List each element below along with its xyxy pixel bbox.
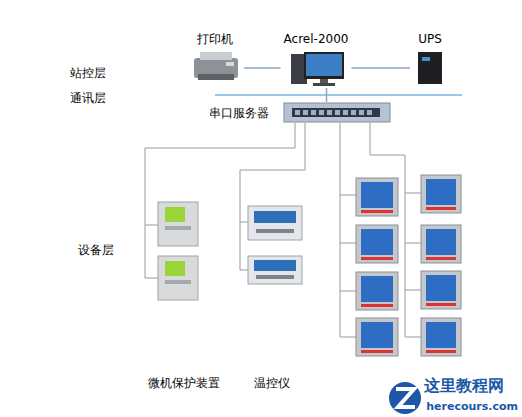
printer-node: 打印机 — [186, 32, 244, 84]
connector-line — [326, 88, 328, 102]
node-label: 微机保护装置 — [148, 376, 220, 390]
meter-icons — [356, 175, 461, 356]
computer-icon — [291, 52, 344, 86]
connector-line — [351, 67, 410, 69]
node-label: 打印机 — [197, 32, 233, 46]
ups-icon — [418, 52, 442, 84]
ups-node: UPS — [410, 32, 450, 86]
layer-label: 通讯层 — [70, 91, 106, 105]
protection-device-icons — [158, 202, 198, 300]
watermark-url: herecours.com — [426, 400, 518, 413]
watermark-logo — [389, 382, 421, 414]
printer-icon — [194, 52, 238, 80]
connector-line — [145, 123, 295, 198]
bus-line — [215, 94, 462, 96]
layer-label: 设备层 — [78, 243, 114, 257]
device-wires — [145, 123, 421, 337]
node-label: 温控仪 — [254, 376, 290, 390]
computer-node: Acrel-2000 — [281, 32, 352, 88]
temperature-controller-icons — [248, 206, 302, 284]
connector-line — [244, 67, 281, 69]
watermark-text: 这里教程网 — [424, 377, 504, 395]
layer-label: 站控层 — [70, 66, 106, 80]
node-label: 串口服务器 — [209, 106, 269, 120]
serial-server-node: 串口服务器 — [283, 102, 391, 123]
node-label: Acrel-2000 — [284, 32, 349, 46]
switch-icon — [284, 103, 390, 122]
temperature-controller-node: 温控仪 — [236, 202, 308, 394]
node-label: UPS — [418, 32, 442, 46]
connector-line — [240, 123, 305, 202]
protection-group-node: 微机保护装置 — [138, 198, 230, 394]
